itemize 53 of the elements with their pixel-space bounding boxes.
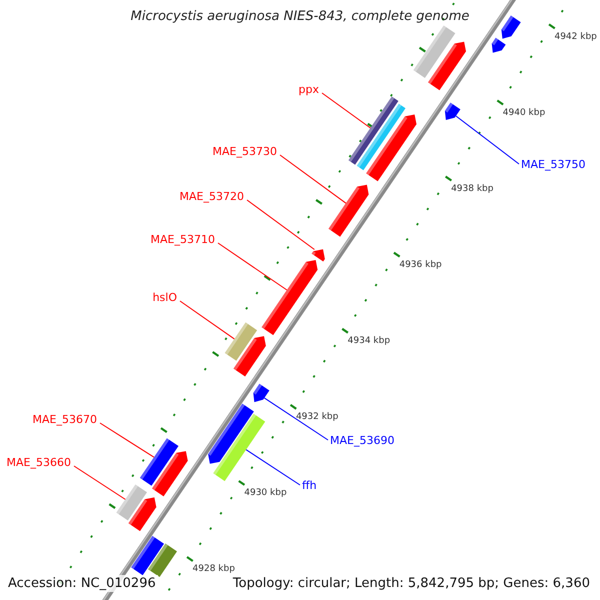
gene-label: MAE_53730 (212, 145, 277, 159)
gene-bar (208, 404, 254, 464)
leader-line (74, 466, 126, 500)
gene-label: MAE_53690 (330, 434, 394, 448)
leader-line (322, 92, 371, 128)
leader-line (280, 154, 346, 204)
gene-bar (140, 438, 178, 486)
scale-label: 4940 kbp (502, 108, 546, 119)
leader-line (100, 422, 154, 458)
gene-bar (234, 336, 266, 376)
gene-bar (152, 451, 188, 496)
gene-bar (444, 102, 460, 120)
gene-bar (224, 322, 258, 361)
scale-label: 4936 kbp (399, 260, 442, 272)
gene-label: MAE_53720 (180, 190, 244, 204)
gene-bar (328, 184, 369, 237)
gene-bar (116, 484, 147, 520)
scale-label: 4942 kbp (554, 32, 597, 43)
gene-bar (428, 42, 466, 90)
gene-bar (366, 114, 416, 182)
scale-label: 4932 kbp (296, 412, 338, 424)
gene-bar (413, 26, 456, 78)
leader-line (246, 449, 300, 486)
genome-summary-text: Topology: circular; Length: 5,842,795 bp; Genes: 6,360 (232, 575, 591, 592)
gene-label: MAE_53750 (521, 158, 586, 172)
scale-label: 4938 kbp (451, 184, 494, 196)
leader-line (180, 300, 235, 340)
scale-label: 4928 kbp (192, 564, 235, 576)
leader-line (264, 397, 328, 440)
gene-bar (492, 38, 506, 53)
scale-label: 4934 kbp (348, 336, 390, 348)
leader-line (246, 200, 315, 250)
gene-bar (131, 536, 164, 576)
gene-bar (312, 249, 325, 262)
gene-label: ffh (302, 479, 317, 493)
leader-line (455, 115, 520, 164)
gene-label: MAE_53670 (32, 413, 97, 427)
gene-bar (356, 104, 406, 170)
scale-label: 4930 kbp (244, 488, 287, 500)
gene-label: hslO (152, 291, 177, 305)
gene-bar (348, 96, 398, 165)
gene-bar (148, 544, 177, 577)
gene-label: ppx (298, 83, 319, 97)
gene-bar (128, 497, 156, 532)
leader-line (218, 242, 288, 291)
diagram-title: Microcystis aeruginosa NIES-843, complete genome (130, 9, 470, 24)
accession-text: Accession: NC_010296 (6, 575, 158, 592)
gene-label: MAE_53710 (150, 233, 215, 247)
gene-label: MAE_53660 (6, 456, 71, 470)
gene-bar (501, 16, 521, 39)
gene-bar (253, 384, 270, 402)
gene-bar (262, 260, 318, 336)
gene-bar (213, 414, 266, 482)
